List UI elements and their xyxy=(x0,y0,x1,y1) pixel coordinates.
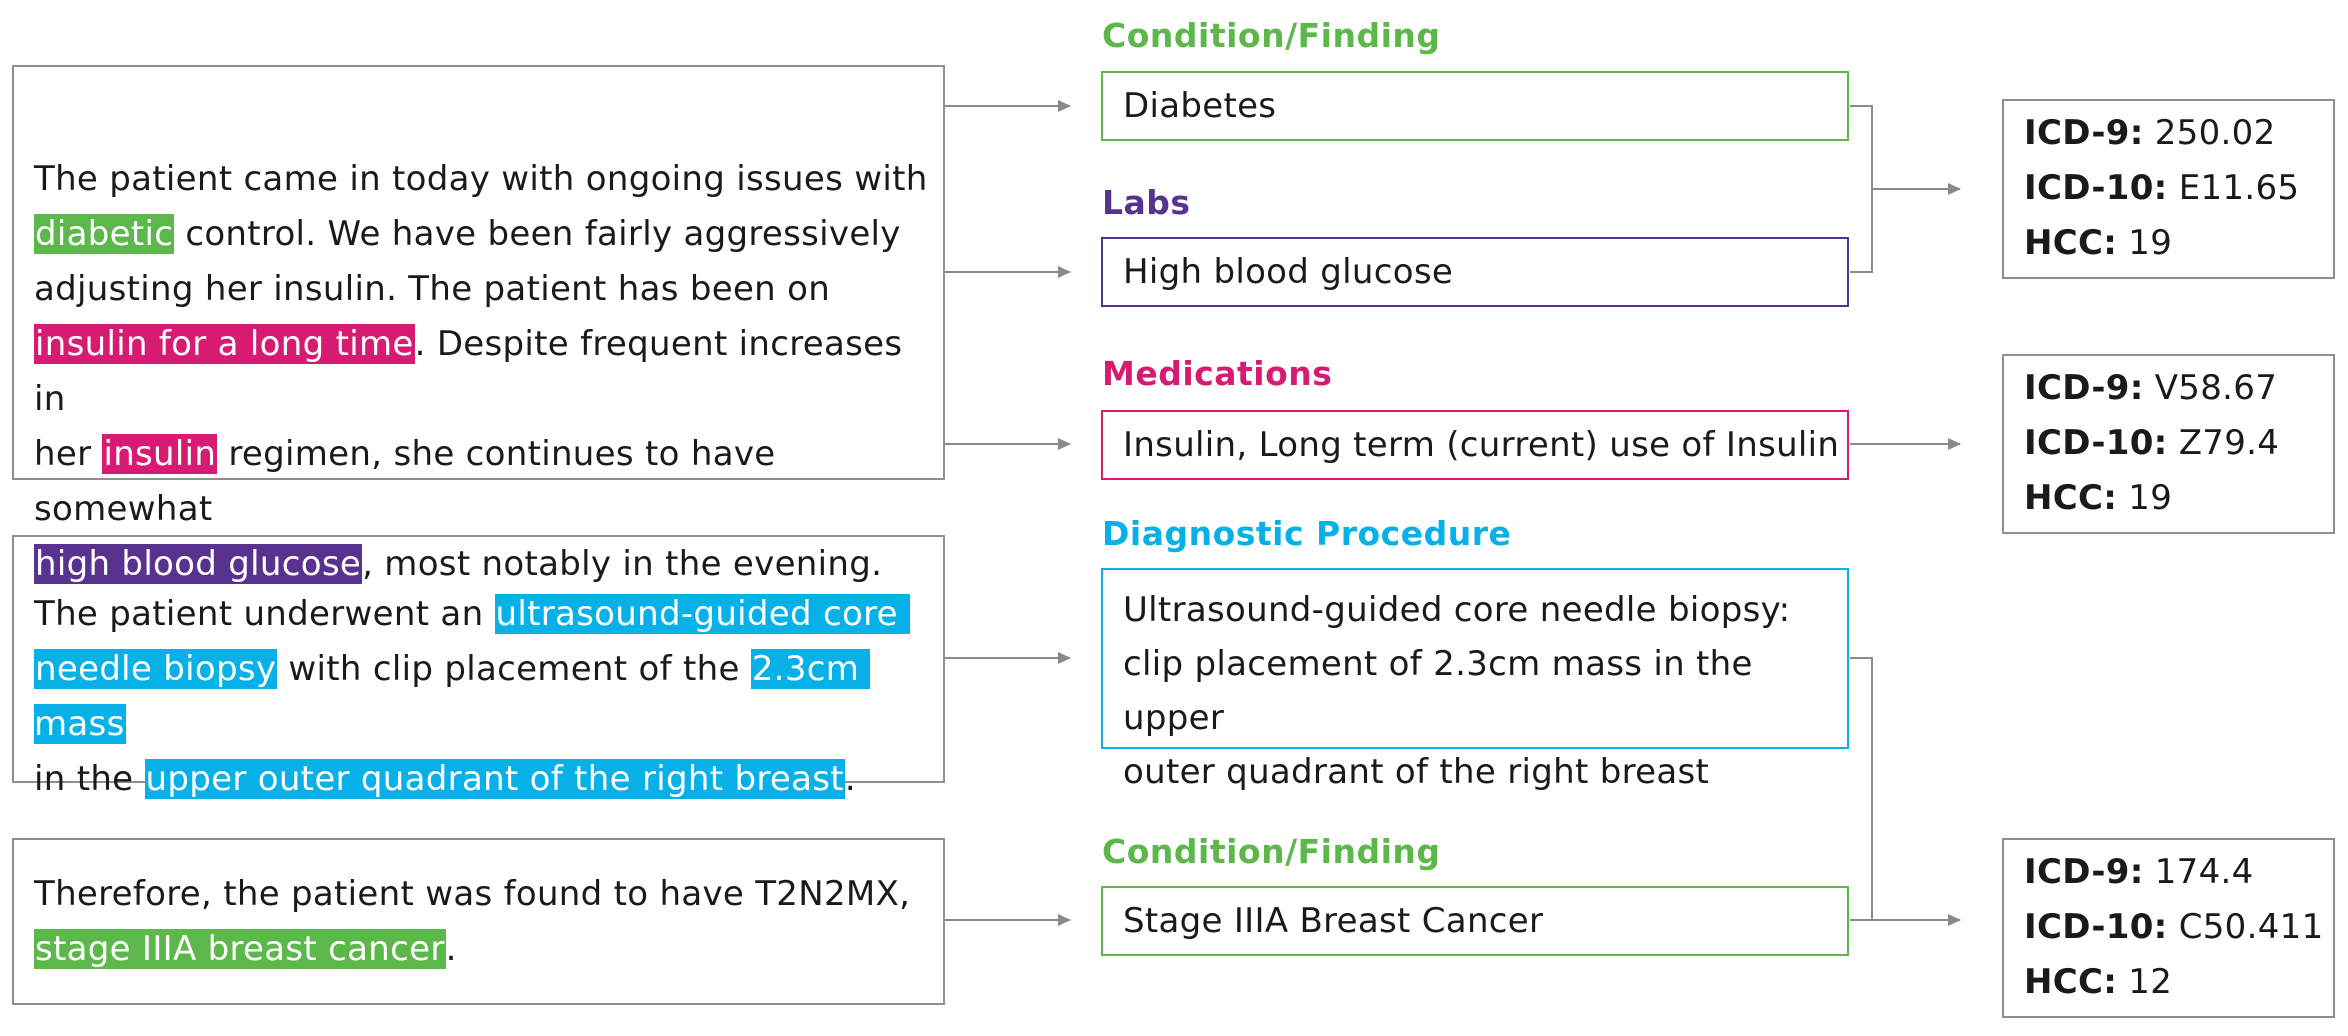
clinical-note-cancer: Therefore, the patient was found to have… xyxy=(12,838,945,1005)
highlighted-term-blue: ultrasound-guided core xyxy=(494,594,910,634)
code-box-diabetes: ICD-9: 250.02 ICD-10: E11.65 HCC: 19 xyxy=(2002,99,2335,279)
note-text-segment: regimen, she continues to have somewhat xyxy=(34,434,776,529)
category-labs: Labs xyxy=(1102,183,1191,222)
highlighted-term-purple: high blood glucose xyxy=(34,544,363,584)
note-text-segment: with clip placement of the xyxy=(277,649,751,689)
icd10-row: ICD-10: E11.65 xyxy=(2024,161,2333,216)
note-text: The patient came in today with ongoing i… xyxy=(34,152,943,592)
icd10-label: ICD-10: xyxy=(2024,907,2168,947)
icd9-row: ICD-9: 174.4 xyxy=(2024,845,2333,900)
highlighted-term-pink: insulin xyxy=(102,434,218,474)
finding-biopsy: Ultrasound-guided core needle biopsy: cl… xyxy=(1101,568,1849,792)
finding-breast-cancer: Stage IIIA Breast Cancer xyxy=(1101,886,1849,956)
note-text-segment: Therefore, the patient was found to have… xyxy=(34,874,911,914)
note-text-segment: control. We have been fairly aggressivel… xyxy=(34,214,901,309)
hcc-row: HCC: 12 xyxy=(2024,955,2333,1010)
icd10-row: ICD-10: C50.411 xyxy=(2024,900,2333,955)
finding-diabetes: Diabetes xyxy=(1101,71,1849,141)
note-text-segment: The patient came in today with ongoing i… xyxy=(34,159,928,199)
highlighted-term-green: stage IIIA breast cancer xyxy=(34,929,446,969)
icd10-value: C50.411 xyxy=(2178,907,2324,947)
note-text-segment: . Despite frequent increases in her xyxy=(34,324,903,474)
note-text-segment: . xyxy=(844,759,856,799)
bracket-biopsy-cancer xyxy=(1850,657,1873,921)
icd9-label: ICD-9: xyxy=(2024,852,2144,892)
icd9-value: 174.4 xyxy=(2154,852,2254,892)
hcc-label: HCC: xyxy=(2024,962,2118,1002)
note-text: The patient underwent an ultrasound-guid… xyxy=(34,587,943,807)
hcc-value: 19 xyxy=(2128,478,2173,518)
note-text-segment: , most notably in the evening. xyxy=(362,544,883,584)
icd10-value: Z79.4 xyxy=(2178,423,2280,463)
finding-insulin-use: Insulin, Long term (current) use of Insu… xyxy=(1101,410,1849,480)
code-box-insulin: ICD-9: V58.67 ICD-10: Z79.4 HCC: 19 xyxy=(2002,354,2335,534)
note-text-segment: in the xyxy=(34,759,134,799)
note-text-segment: The patient underwent an xyxy=(34,594,495,634)
icd10-label: ICD-10: xyxy=(2024,423,2168,463)
icd10-value: E11.65 xyxy=(2178,168,2300,208)
icd9-row: ICD-9: 250.02 xyxy=(2024,106,2333,161)
icd10-row: ICD-10: Z79.4 xyxy=(2024,416,2333,471)
icd10-label: ICD-10: xyxy=(2024,168,2168,208)
category-diagnostic-procedure: Diagnostic Procedure xyxy=(1102,514,1512,553)
highlighted-term-green: diabetic xyxy=(34,214,175,254)
hcc-row: HCC: 19 xyxy=(2024,216,2333,271)
icd9-row: ICD-9: V58.67 xyxy=(2024,361,2333,416)
highlighted-term-blue: upper outer quadrant of the right breast xyxy=(144,759,845,799)
hcc-row: HCC: 19 xyxy=(2024,471,2333,526)
hcc-label: HCC: xyxy=(2024,223,2118,263)
note-text-segment: . xyxy=(445,929,457,969)
code-box-cancer: ICD-9: 174.4 ICD-10: C50.411 HCC: 12 xyxy=(2002,838,2335,1018)
category-medications: Medications xyxy=(1102,354,1333,393)
category-condition-finding-2: Condition/Finding xyxy=(1102,832,1441,871)
hcc-value: 19 xyxy=(2128,223,2173,263)
icd9-label: ICD-9: xyxy=(2024,368,2144,408)
highlighted-term-pink: insulin for a long time xyxy=(34,324,415,364)
icd9-value: 250.02 xyxy=(2154,113,2276,153)
note-text: Therefore, the patient was found to have… xyxy=(34,867,943,977)
category-condition-finding: Condition/Finding xyxy=(1102,16,1441,55)
icd9-label: ICD-9: xyxy=(2024,113,2144,153)
hcc-value: 12 xyxy=(2128,962,2173,1002)
bracket-diabetes-glucose xyxy=(1850,105,1873,273)
clinical-note-biopsy: The patient underwent an ultrasound-guid… xyxy=(12,535,945,799)
icd9-value: V58.67 xyxy=(2154,368,2278,408)
clinical-note-diabetes: The patient came in today with ongoing i… xyxy=(12,65,945,584)
highlighted-term-blue: needle biopsy xyxy=(34,649,278,689)
finding-high-blood-glucose: High blood glucose xyxy=(1101,237,1849,307)
hcc-label: HCC: xyxy=(2024,478,2118,518)
